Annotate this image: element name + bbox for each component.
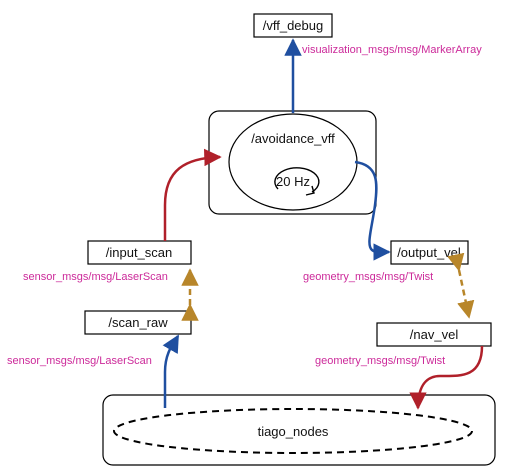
topic-input-scan: /input_scan bbox=[87, 240, 192, 265]
edge-input-scan-to-avoidance bbox=[163, 148, 222, 241]
edge-nav-vel-to-tiago bbox=[409, 345, 484, 410]
topic-vff-debug-label: /vff_debug bbox=[263, 18, 323, 33]
msg-type-input-scan: sensor_msgs/msg/LaserScan bbox=[23, 271, 168, 283]
msg-type-nav-vel: geometry_msgs/msg/Twist bbox=[315, 355, 445, 367]
node-avoidance-vff: /avoidance_vff 20 Hz bbox=[208, 110, 377, 215]
loop-rate-icon bbox=[274, 167, 320, 196]
msg-type-scan-raw: sensor_msgs/msg/LaserScan bbox=[7, 355, 152, 367]
node-avoidance-vff-label: /avoidance_vff bbox=[251, 131, 335, 146]
edge-tiago-to-scan-raw bbox=[162, 334, 180, 408]
topic-vff-debug: /vff_debug bbox=[253, 13, 333, 38]
topic-output-vel: /output_vel bbox=[390, 240, 469, 265]
edge-output-vel-nav-vel-remap bbox=[447, 252, 475, 319]
topic-scan-raw-label: /scan_raw bbox=[108, 315, 168, 330]
loop-rate-label: 20 Hz bbox=[276, 174, 310, 189]
topic-nav-vel: /nav_vel bbox=[376, 322, 492, 347]
tiago-nodes-label: tiago_nodes bbox=[258, 424, 329, 439]
tiago-nodes-ellipse bbox=[113, 408, 473, 454]
msg-type-vff-debug: visualization_msgs/msg/MarkerArray bbox=[302, 44, 482, 56]
topic-output-vel-label: /output_vel bbox=[397, 245, 461, 260]
topic-nav-vel-label: /nav_vel bbox=[410, 327, 459, 342]
topic-input-scan-label: /input_scan bbox=[106, 245, 173, 260]
node-avoidance-vff-ellipse bbox=[228, 113, 358, 211]
topic-scan-raw: /scan_raw bbox=[84, 310, 192, 335]
edge-avoidance-to-output-vel bbox=[354, 160, 391, 261]
node-group-tiago: tiago_nodes bbox=[102, 394, 496, 466]
msg-type-output-vel: geometry_msgs/msg/Twist bbox=[303, 271, 433, 283]
